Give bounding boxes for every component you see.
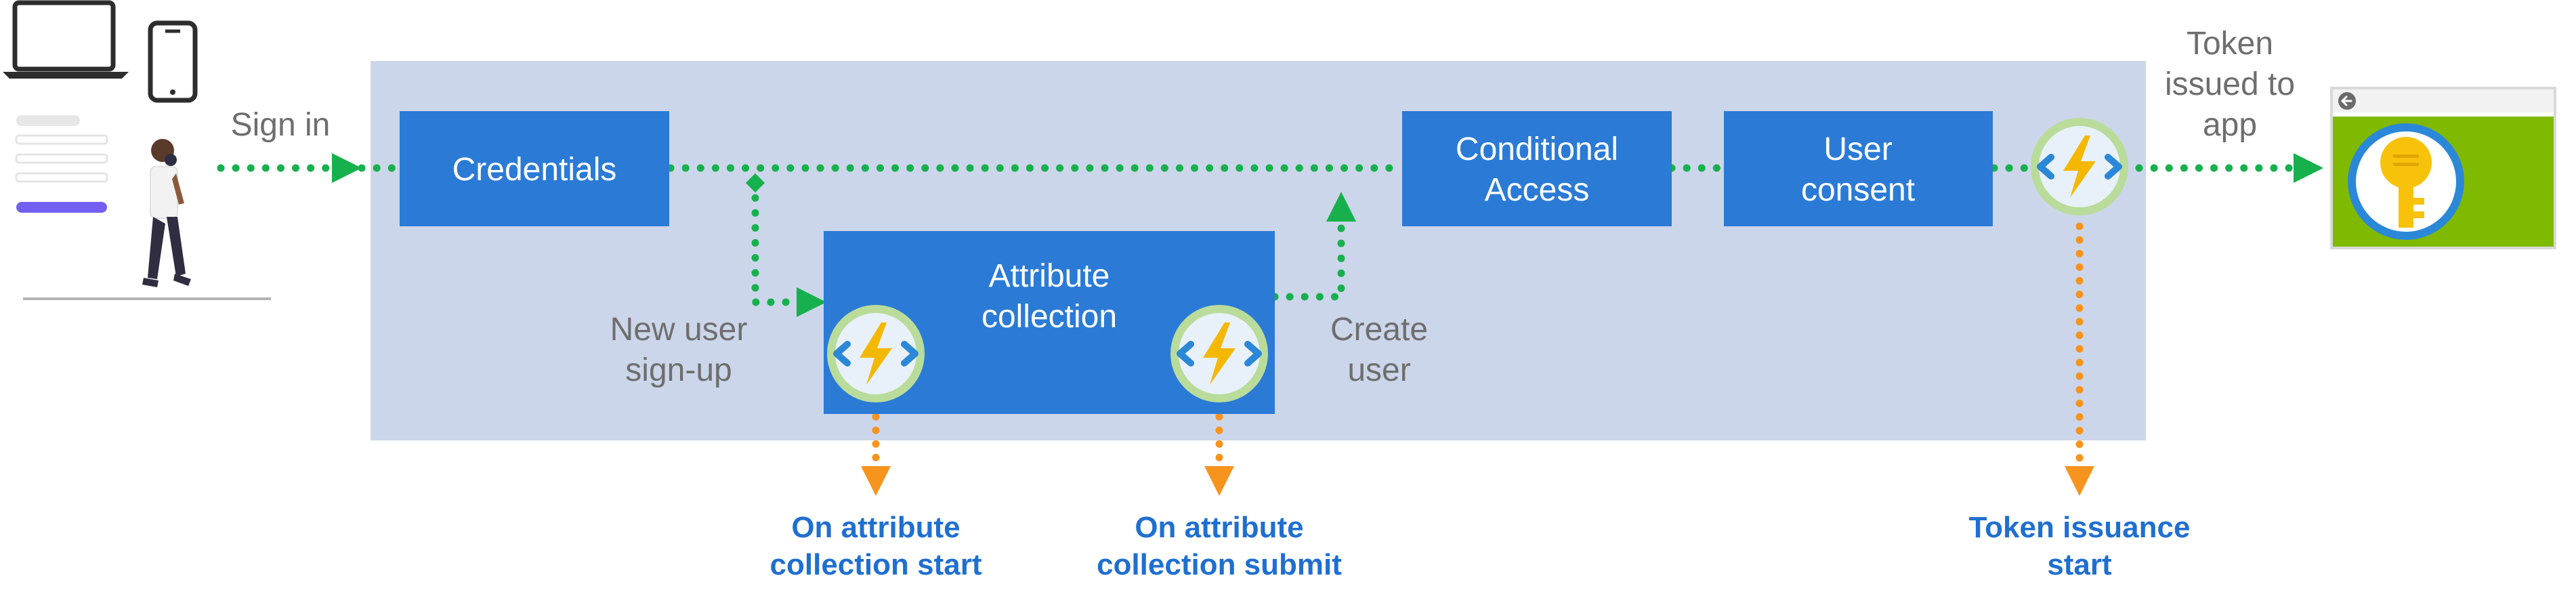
on-attribute-collection-start-line1: On attribute (791, 511, 960, 544)
token-issued-label-line3: app (2203, 107, 2257, 143)
orange-event-lines (861, 222, 2094, 496)
user-consent-box: User consent (1724, 111, 1993, 226)
conditional-access-box: Conditional Access (1402, 111, 1672, 226)
on-attribute-collection-start-line2: collection start (770, 548, 982, 581)
conditional-access-label-line1: Conditional (1456, 131, 1618, 167)
app-key-icon (2330, 87, 2556, 249)
token-issuance-start-line2: start (2047, 548, 2112, 581)
attribute-collection-label-line2: collection (981, 299, 1117, 335)
azure-function-icon (1170, 305, 1268, 402)
phone-icon (148, 20, 198, 103)
azure-function-icon (2031, 118, 2128, 215)
conditional-access-label-line2: Access (1485, 172, 1590, 208)
new-user-label-line1: New user (610, 312, 748, 348)
sign-in-label: Sign in (231, 107, 331, 143)
token-issued-label-line2: issued to (2165, 66, 2295, 102)
laptop-icon (3, 0, 129, 79)
branch-point (745, 173, 765, 193)
on-attribute-collection-submit-line1: On attribute (1135, 511, 1303, 544)
person-icon (23, 139, 271, 300)
sign-in-form-icon (15, 115, 108, 213)
user-consent-label-line2: consent (1801, 172, 1915, 208)
new-user-label-line2: sign-up (625, 352, 732, 388)
credentials-box: Credentials (400, 111, 669, 226)
green-flow-lines (217, 153, 2323, 317)
create-user-label-line2: user (1347, 352, 1410, 388)
user-consent-label-line1: User (1823, 131, 1892, 167)
create-user-label-line1: Create (1330, 312, 1428, 348)
token-issued-label-line1: Token (2187, 26, 2273, 62)
on-attribute-collection-submit-line2: collection submit (1097, 548, 1342, 581)
token-issuance-start-line1: Token issuance (1969, 511, 2191, 544)
azure-function-icon (827, 305, 925, 402)
credentials-label: Credentials (452, 152, 617, 188)
attribute-collection-label-line1: Attribute (989, 258, 1110, 294)
